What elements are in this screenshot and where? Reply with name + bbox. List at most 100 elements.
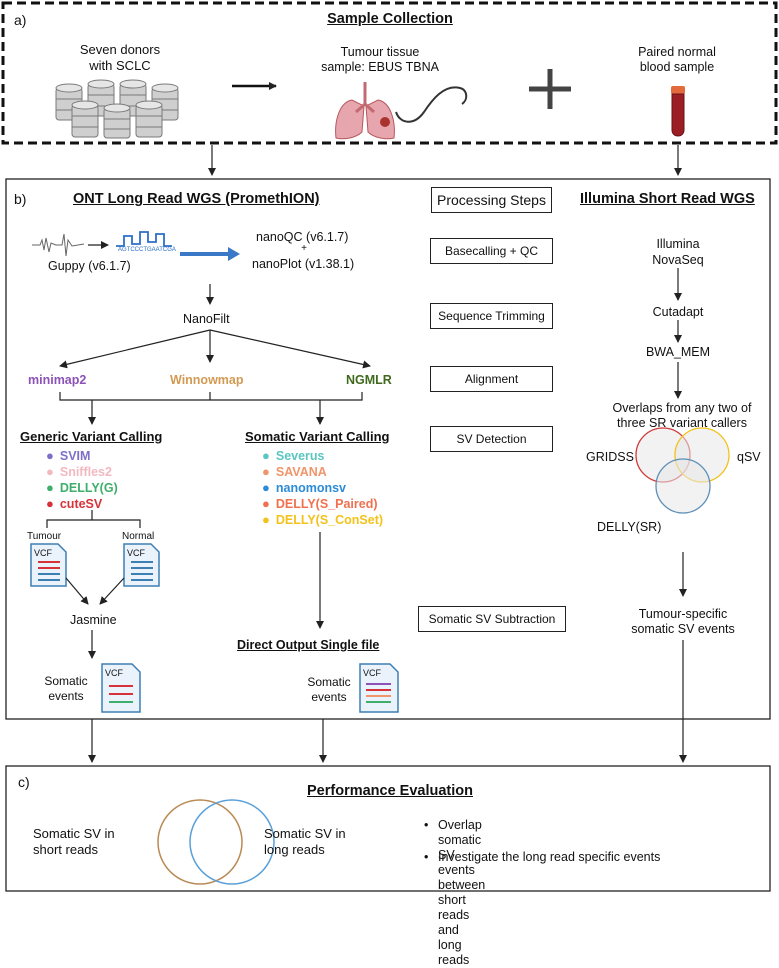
bullet-icon: ● bbox=[262, 512, 270, 527]
needle-icon bbox=[395, 86, 468, 123]
diagram-graphics bbox=[1, 1, 778, 892]
vcf-normal-label: VCF bbox=[127, 548, 145, 558]
bwa-mem-label: BWA_MEM bbox=[645, 345, 711, 359]
bullet-icon: ● bbox=[46, 496, 54, 511]
long-reads-label: Somatic SV in long reads bbox=[264, 826, 346, 857]
caller-name: DELLY(S_Paired) bbox=[275, 497, 378, 511]
somatic-calling-title: Somatic Variant Calling bbox=[245, 429, 390, 444]
blood-tube-icon bbox=[671, 86, 685, 137]
aligner-name: Winnowmap bbox=[170, 373, 244, 387]
nanofilt-label: NanoFilt bbox=[183, 312, 230, 326]
plus-label: + bbox=[540, 60, 541, 75]
caller-name: Severus bbox=[275, 449, 325, 463]
caller-name: cuteSV bbox=[59, 497, 103, 511]
generic-caller-cutesv: ● cuteSV bbox=[46, 496, 102, 512]
aligner-winnowmap: Winnowmap bbox=[170, 372, 244, 388]
caller-name: DELLY(G) bbox=[59, 481, 118, 495]
vcf-somatic-direct-label: VCF bbox=[363, 668, 381, 678]
bullet-icon: ● bbox=[46, 480, 54, 495]
bullet-icon: ● bbox=[262, 480, 270, 495]
somatic-events-direct-label: Somatic events bbox=[307, 675, 351, 704]
aligner-name: NGMLR bbox=[346, 373, 392, 387]
generic-caller-svim: ● SVIM bbox=[46, 448, 90, 464]
tumour-sample-label: Tumour tissue sample: EBUS TBNA bbox=[321, 45, 439, 74]
vcf-file-icon-tumour bbox=[30, 543, 67, 587]
direct-output-title: Direct Output Single file bbox=[237, 638, 380, 652]
step-basecalling-qc: Basecalling + QC bbox=[430, 238, 553, 264]
somatic-caller-severus: ● Severus bbox=[262, 448, 325, 464]
panel-b-label: b) bbox=[14, 191, 27, 207]
caller-name: Sniffles2 bbox=[59, 465, 112, 479]
sample-collection-title: Sample Collection bbox=[327, 11, 453, 27]
vcf-file-icon-somatic-generic bbox=[101, 663, 141, 713]
nanoplot-label: nanoPlot (v1.38.1) bbox=[252, 257, 355, 271]
tumour-specific-label: Tumour-specific somatic SV events bbox=[631, 607, 735, 636]
somatic-caller-delly-s-conset: ● DELLY(S_ConSet) bbox=[262, 512, 383, 528]
gridss-label: GRIDSS bbox=[586, 450, 634, 464]
basecall-signal-icon bbox=[116, 231, 172, 247]
ont-title: ONT Long Read WGS (PromethION) bbox=[73, 191, 320, 207]
signal-trace-icon bbox=[32, 233, 85, 257]
step-sv-detection: SV Detection bbox=[430, 426, 553, 452]
caller-name: SAVANA bbox=[275, 465, 327, 479]
generic-caller-delly-g: ● DELLY(G) bbox=[46, 480, 118, 496]
blood-sample-label: Paired normal blood sample bbox=[638, 45, 716, 74]
somatic-caller-delly-s-paired: ● DELLY(S_Paired) bbox=[262, 496, 378, 512]
illumina-novaseq-label: Illumina NovaSeq bbox=[652, 237, 704, 267]
bullet-icon: ● bbox=[46, 448, 54, 463]
illumina-title: Illumina Short Read WGS bbox=[580, 191, 755, 207]
bullet-icon: ● bbox=[262, 464, 270, 479]
guppy-label: Guppy (v6.1.7) bbox=[48, 259, 131, 273]
aligner-ngmlr: NGMLR bbox=[346, 372, 392, 388]
bullet-text: Investigate the long read specific event… bbox=[438, 850, 661, 864]
generic-caller-sniffles2: ● Sniffles2 bbox=[46, 464, 112, 480]
tumour-label: Tumour bbox=[27, 531, 62, 542]
bullet-icon: ● bbox=[46, 464, 54, 479]
step-alignment: Alignment bbox=[430, 366, 553, 392]
step-sequence-trimming: Sequence Trimming bbox=[430, 303, 553, 329]
bullet-text: Overlap somatic SV events between short … bbox=[438, 818, 486, 967]
cutadapt-label: Cutadapt bbox=[652, 305, 704, 319]
generic-calling-title: Generic Variant Calling bbox=[20, 429, 163, 444]
panel-a-label: a) bbox=[14, 12, 27, 28]
normal-label: Normal bbox=[122, 531, 155, 542]
venn-diagram-performance bbox=[157, 799, 275, 885]
somatic-caller-savana: ● SAVANA bbox=[262, 464, 327, 480]
caller-name: SVIM bbox=[59, 449, 91, 463]
jasmine-label: Jasmine bbox=[70, 613, 117, 627]
nanoqc-label: nanoQC (v6.1.7) bbox=[256, 230, 349, 244]
donors-label: Seven donors with SCLC bbox=[79, 42, 161, 73]
panel-a-box bbox=[1, 1, 778, 145]
qc-plus-label: + bbox=[301, 243, 307, 254]
bullet-icon: ● bbox=[262, 496, 270, 511]
somatic-events-generic-label: Somatic events bbox=[44, 674, 88, 703]
performance-evaluation-title: Performance Evaluation bbox=[307, 783, 473, 799]
lungs-icon bbox=[335, 82, 395, 140]
vcf-file-icon-somatic-direct bbox=[359, 663, 399, 713]
somatic-caller-nanomonsv: ● nanomonsv bbox=[262, 480, 346, 496]
panel-c-label: c) bbox=[18, 774, 30, 790]
basecall-sequence: AGTCCCTGAATCGA bbox=[118, 247, 176, 253]
bullet-icon: ● bbox=[262, 448, 270, 463]
vcf-tumour-label: VCF bbox=[34, 548, 52, 558]
panel-c-box bbox=[5, 765, 771, 892]
bullet-icon: • bbox=[424, 818, 429, 832]
aligner-name: minimap2 bbox=[28, 373, 87, 387]
vcf-somatic-generic-label: VCF bbox=[105, 668, 123, 678]
overlaps-label: Overlaps from any two of three SR varian… bbox=[612, 401, 752, 430]
bullet-icon: • bbox=[424, 850, 429, 864]
vcf-file-icon-normal bbox=[123, 543, 160, 587]
short-reads-label: Somatic SV in short reads bbox=[33, 826, 115, 857]
qc-arrow-icon bbox=[180, 247, 240, 261]
plus-icon bbox=[529, 69, 571, 109]
processing-steps-header: Processing Steps bbox=[431, 187, 552, 213]
panel-b-box bbox=[5, 178, 771, 720]
venn-diagram-sr bbox=[635, 427, 730, 514]
caller-name: nanomonsv bbox=[275, 481, 347, 495]
delly-sr-label: DELLY(SR) bbox=[597, 520, 662, 534]
database-icon bbox=[55, 79, 179, 139]
qsv-label: qSV bbox=[737, 450, 761, 464]
aligner-minimap2: minimap2 bbox=[28, 372, 86, 388]
caller-name: DELLY(S_ConSet) bbox=[275, 513, 384, 527]
step-somatic-sv-subtraction: Somatic SV Subtraction bbox=[418, 606, 566, 632]
